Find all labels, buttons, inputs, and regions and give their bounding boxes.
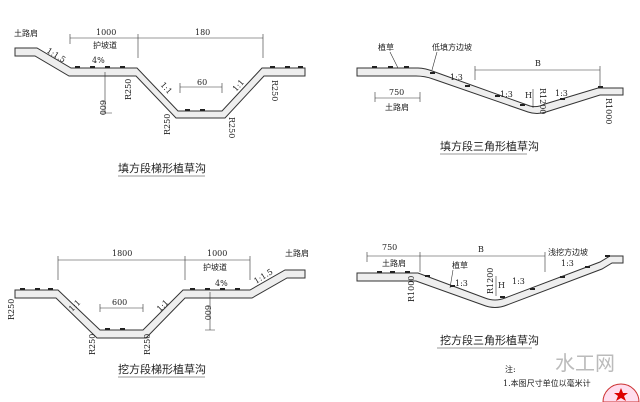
berm-label: 护坡道 [203, 262, 227, 272]
shallow-cut-slope-label: 浅挖方边坡 [548, 247, 588, 257]
cut-triangular-ditch: 750 土路肩 B 浅挖方边坡 植草 H 1:3 1:3 1:3 R1200 R… [356, 243, 624, 349]
slope-a: 1:3 [450, 73, 463, 82]
grass-marks [377, 255, 610, 298]
depth: 600 [98, 100, 107, 115]
dimension-lines [366, 252, 546, 296]
cut-trapezoid-ditch: 1800 1000 护坡道 土路肩 1:1.5 4% 600 600 1:1 1… [7, 248, 309, 378]
fill-trapezoid-ditch: 1000 180 护坡道 土路肩 1:1.5 4% 60 600 1:1 1:1… [14, 28, 306, 177]
dim-berm: 1000 [96, 28, 116, 37]
radius-3: R250 [227, 117, 236, 138]
shoulder-label: 土路肩 [285, 248, 309, 258]
dim-top: 180 [195, 28, 210, 37]
slope-c: 1:3 [555, 89, 568, 98]
depth-H: H [498, 281, 505, 290]
slope-c: 1:3 [561, 259, 574, 268]
radius-2: R250 [88, 334, 97, 355]
notes-line-1: 1.本图尺寸单位以毫米计 [503, 378, 591, 388]
dim-bottom: 60 [197, 78, 207, 87]
diagram-title: 填方段梯形植草沟 [118, 161, 206, 175]
grass-label: 植草 [378, 42, 394, 52]
dim-bottom: 600 [112, 298, 127, 307]
diagram-title: 挖方段梯形植草沟 [118, 362, 206, 376]
width-B: B [478, 245, 484, 254]
depth-H: H [525, 91, 532, 100]
dimension-lines [69, 34, 264, 114]
berm-label: 护坡道 [93, 40, 117, 50]
grass-label: 植草 [452, 260, 468, 270]
fill-triangular-ditch: 植草 低填方边坡 750 土路肩 B H 1:3 1:3 1:3 R1200 R… [356, 42, 624, 155]
radius-1: R250 [124, 79, 133, 100]
star-icon [614, 388, 628, 401]
radius-3: R250 [143, 334, 152, 355]
shoulder-label: 土路肩 [14, 28, 38, 38]
radius-2: R250 [163, 114, 172, 135]
radius-1: R250 [7, 299, 16, 320]
width-B: B [535, 59, 541, 68]
diagram-title: 挖方段三角形植草沟 [440, 333, 539, 347]
dim-top: 1800 [112, 249, 132, 258]
depth: 600 [203, 305, 212, 320]
notes-heading: 注: [505, 364, 516, 374]
slope-b: 1:3 [500, 90, 513, 99]
shoulder-label: 土路肩 [385, 102, 409, 112]
dimension-lines [374, 51, 601, 108]
slope-a: 1:3 [455, 279, 468, 288]
radius-b: R1000 [604, 98, 613, 124]
radius-4: R250 [270, 80, 279, 101]
watermark-logo: 水工网 [555, 351, 640, 402]
watermark-text: 水工网 [555, 351, 615, 375]
radius-a: R1200 [486, 268, 495, 294]
low-fill-slope-label: 低填方边坡 [432, 42, 472, 52]
diagram-title: 填方段三角形植草沟 [440, 139, 539, 153]
dimension-lines [57, 256, 251, 331]
radius-b: R1000 [407, 276, 416, 302]
shoulder-label: 土路肩 [382, 258, 406, 268]
radius-a: R1200 [538, 88, 547, 114]
gradient: 4% [215, 279, 228, 288]
dim-shoulder: 750 [389, 88, 404, 97]
channel-section [14, 47, 306, 119]
channel-section [356, 67, 624, 114]
dim-shoulder: 750 [382, 243, 397, 252]
slope-b: 1:3 [512, 277, 525, 286]
channel-section [14, 269, 306, 339]
dim-berm: 1000 [207, 249, 227, 258]
gradient: 4% [92, 56, 105, 65]
channel-section [356, 255, 624, 308]
